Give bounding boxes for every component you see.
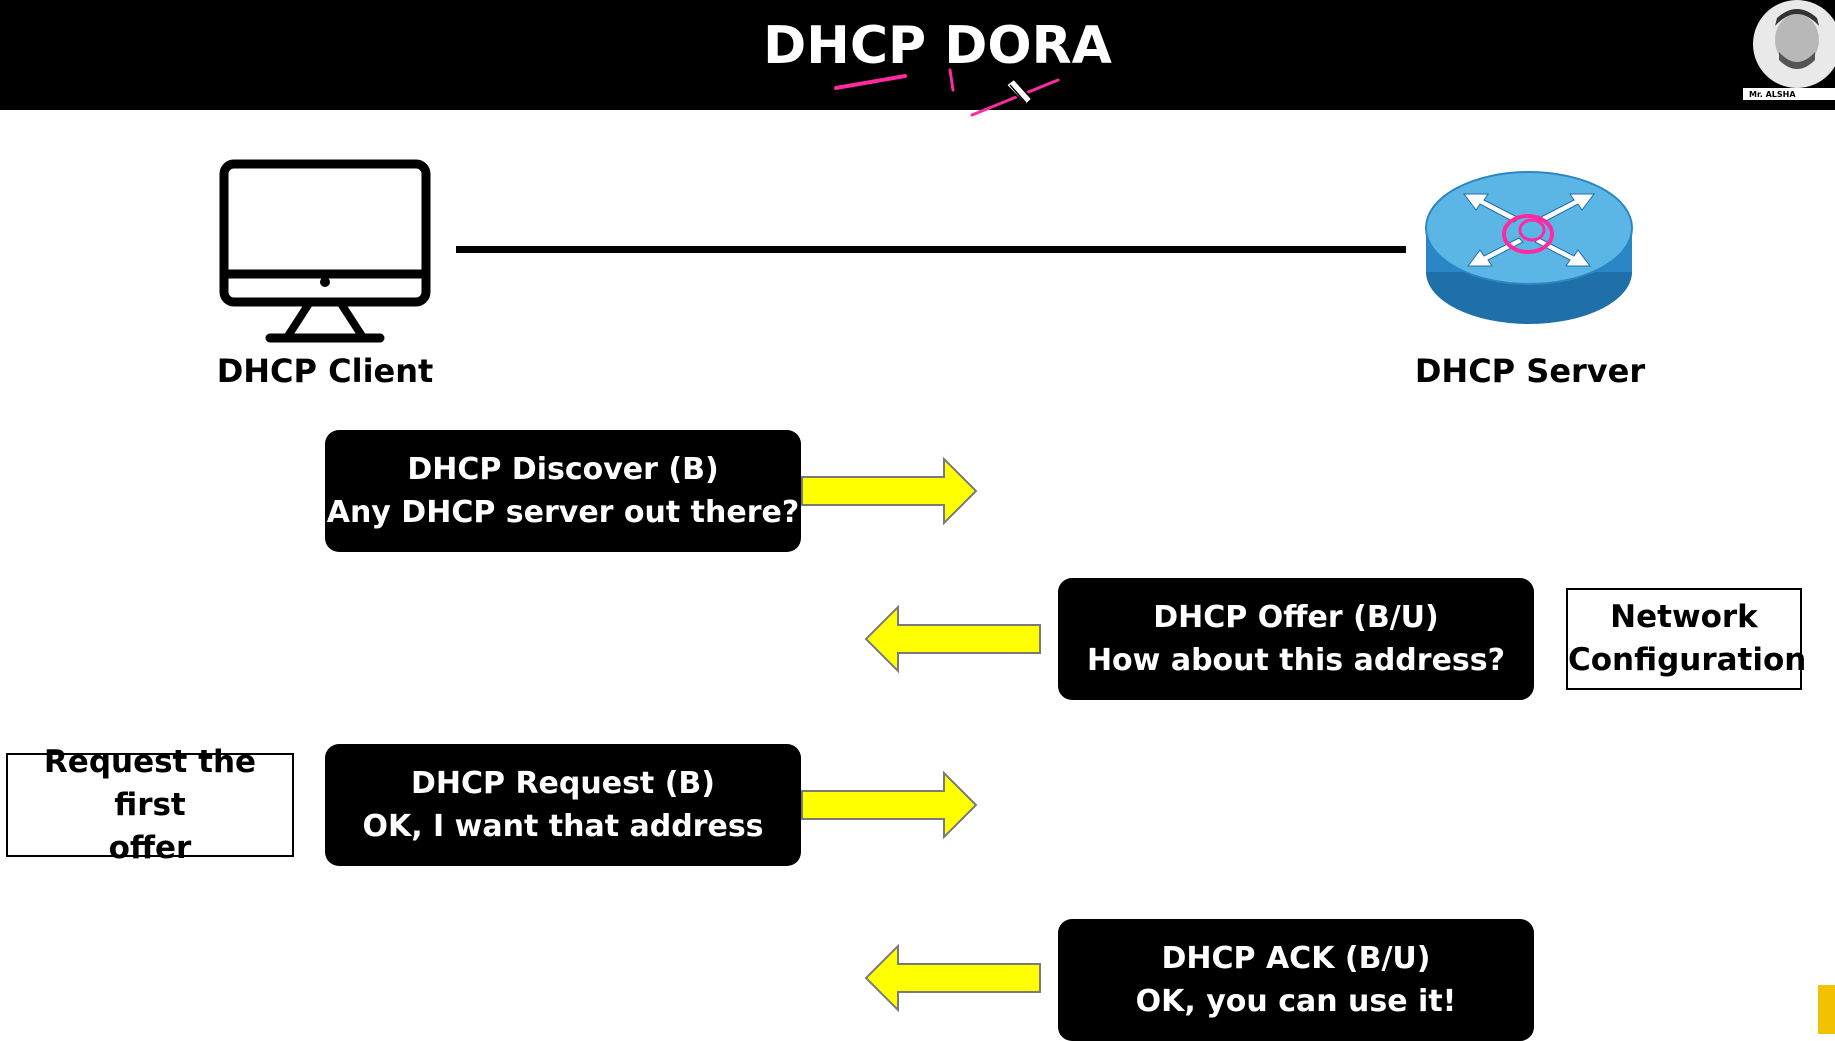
message-title: DHCP Request (B) [410, 766, 715, 801]
pen-cursor-icon [1004, 77, 1034, 107]
message-title: DHCP Offer (B/U) [1153, 600, 1439, 635]
note-line: Network [1610, 599, 1758, 635]
network-configuration-note: Network Configuration [1566, 588, 1807, 690]
client-label: DHCP Client [216, 352, 434, 390]
note-line: offer [108, 829, 192, 866]
arrow-left-icon [864, 943, 1041, 1013]
request-first-offer-note: Request the first offer [6, 744, 294, 866]
message-text: OK, you can use it! [1135, 984, 1457, 1019]
dhcp-request-message: DHCP Request (B) OK, I want that address [325, 744, 801, 866]
dhcp-offer-message: DHCP Offer (B/U) How about this address? [1058, 578, 1534, 700]
arrow-right-icon [801, 456, 978, 526]
monitor-icon [219, 159, 431, 343]
message-title: DHCP ACK (B/U) [1161, 941, 1431, 976]
message-title: DHCP Discover (B) [407, 452, 719, 487]
note-line: Configuration [1568, 642, 1807, 678]
title-bar: DHCP DORA Mr. ALSHA [0, 0, 1835, 110]
arrow-left-icon [864, 604, 1041, 674]
dhcp-discover-message: DHCP Discover (B) Any DHCP server out th… [325, 430, 801, 552]
server-label: DHCP Server [1414, 352, 1646, 390]
presenter-avatar: Mr. ALSHA [1735, 0, 1835, 106]
avatar-caption: Mr. ALSHA [1749, 90, 1796, 99]
message-text: OK, I want that address [362, 809, 764, 844]
page-title: DHCP DORA [763, 16, 1112, 76]
dhcp-ack-message: DHCP ACK (B/U) OK, you can use it! [1058, 919, 1534, 1041]
note-line: Request the first [43, 743, 257, 823]
router-icon [1425, 171, 1633, 324]
corner-watermark-tab [1818, 985, 1835, 1034]
network-link-line [456, 246, 1406, 253]
message-text: Any DHCP server out there? [326, 495, 800, 530]
message-text: How about this address? [1086, 643, 1506, 678]
arrow-right-icon [801, 770, 978, 840]
